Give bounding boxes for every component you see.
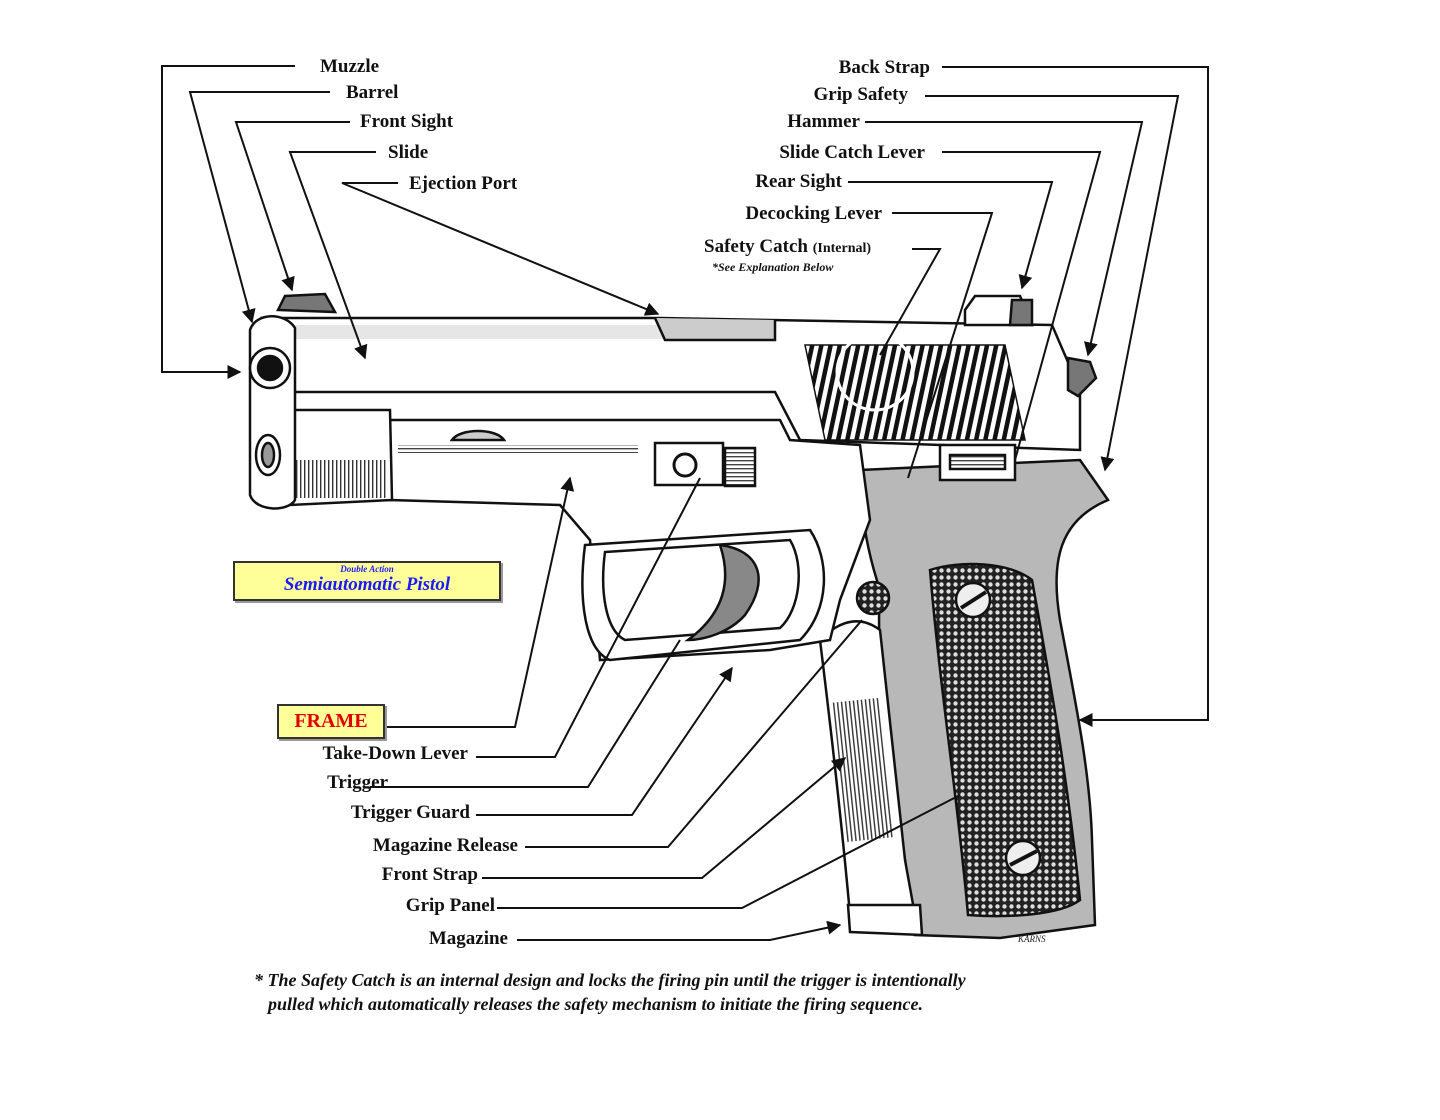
label-muzzle: Muzzle — [320, 56, 380, 77]
callout-rear-sight — [848, 181, 1054, 290]
hammer-shape — [1066, 356, 1098, 398]
safety-catch-indicator — [835, 332, 915, 412]
label-grip-safety: Grip Safety — [813, 84, 908, 105]
label-magazine-release: Magazine Release — [372, 835, 518, 856]
callout-take-down-lever — [476, 477, 701, 758]
front-sight-shape — [276, 292, 338, 314]
callout-decocking-lever — [892, 212, 994, 479]
callout-front-sight — [234, 121, 350, 292]
callout-back-strap — [942, 66, 1209, 727]
label-magazine: Magazine — [428, 928, 508, 949]
label-safety-catch: Safety Catch (Internal) — [704, 237, 871, 256]
title-large: Semiautomatic Pistol — [283, 574, 451, 595]
callout-safety-catch — [879, 248, 942, 356]
note-see-explanation: *See Explanation Below — [712, 260, 834, 274]
callout-trigger-guard — [476, 666, 733, 816]
callout-hammer — [865, 121, 1144, 357]
trigger-shape — [684, 543, 760, 642]
callout-trigger — [370, 639, 681, 788]
callout-magazine — [517, 920, 842, 941]
callout-grip-safety — [925, 95, 1180, 472]
label-ejection-port: Ejection Port — [409, 173, 518, 194]
label-front-strap: Front Strap — [381, 864, 478, 885]
label-safety-catch-qualifier: (Internal) — [812, 241, 872, 256]
footnote: * The Safety Catch is an internal design… — [254, 968, 966, 1016]
callout-grip-panel — [497, 794, 961, 909]
label-rear-sight: Rear Sight — [755, 171, 842, 192]
muzzle-face — [248, 315, 297, 510]
label-slide-catch-lever: Slide Catch Lever — [779, 142, 925, 163]
callout-muzzle — [161, 65, 295, 379]
grip-panel-shape — [928, 562, 1082, 918]
label-back-strap: Back Strap — [838, 57, 930, 78]
title-small: Double Action — [340, 564, 394, 574]
callout-frame — [383, 476, 575, 728]
label-trigger-guard: Trigger Guard — [350, 802, 470, 823]
pistol-frame — [248, 292, 1110, 940]
label-grip-panel: Grip Panel — [405, 895, 495, 916]
callout-slide-catch-lever — [942, 151, 1102, 461]
artist-signature: KARNS — [1018, 934, 1046, 944]
footnote-line-1: * The Safety Catch is an internal design… — [254, 970, 966, 990]
label-slide: Slide — [388, 142, 429, 163]
callout-lines — [161, 65, 1209, 941]
frame-section-label: FRAME — [277, 704, 385, 739]
label-trigger: Trigger — [327, 772, 388, 793]
callout-ejection-port — [341, 182, 660, 316]
label-hammer: Hammer — [787, 111, 860, 132]
label-safety-catch-name: Safety Catch — [704, 236, 808, 257]
callout-barrel — [188, 91, 330, 324]
title-box: Double Action Semiautomatic Pistol — [233, 561, 501, 601]
label-barrel: Barrel — [346, 82, 399, 103]
label-front-sight: Front Sight — [360, 111, 454, 132]
callout-magazine-release — [525, 619, 863, 848]
callout-slide — [288, 151, 376, 360]
label-take-down-lever: Take-Down Lever — [322, 743, 469, 764]
footnote-line-2: pulled which automatically releases the … — [268, 994, 923, 1014]
callout-front-strap — [482, 757, 847, 879]
label-decocking-lever: Decocking Lever — [745, 203, 882, 224]
